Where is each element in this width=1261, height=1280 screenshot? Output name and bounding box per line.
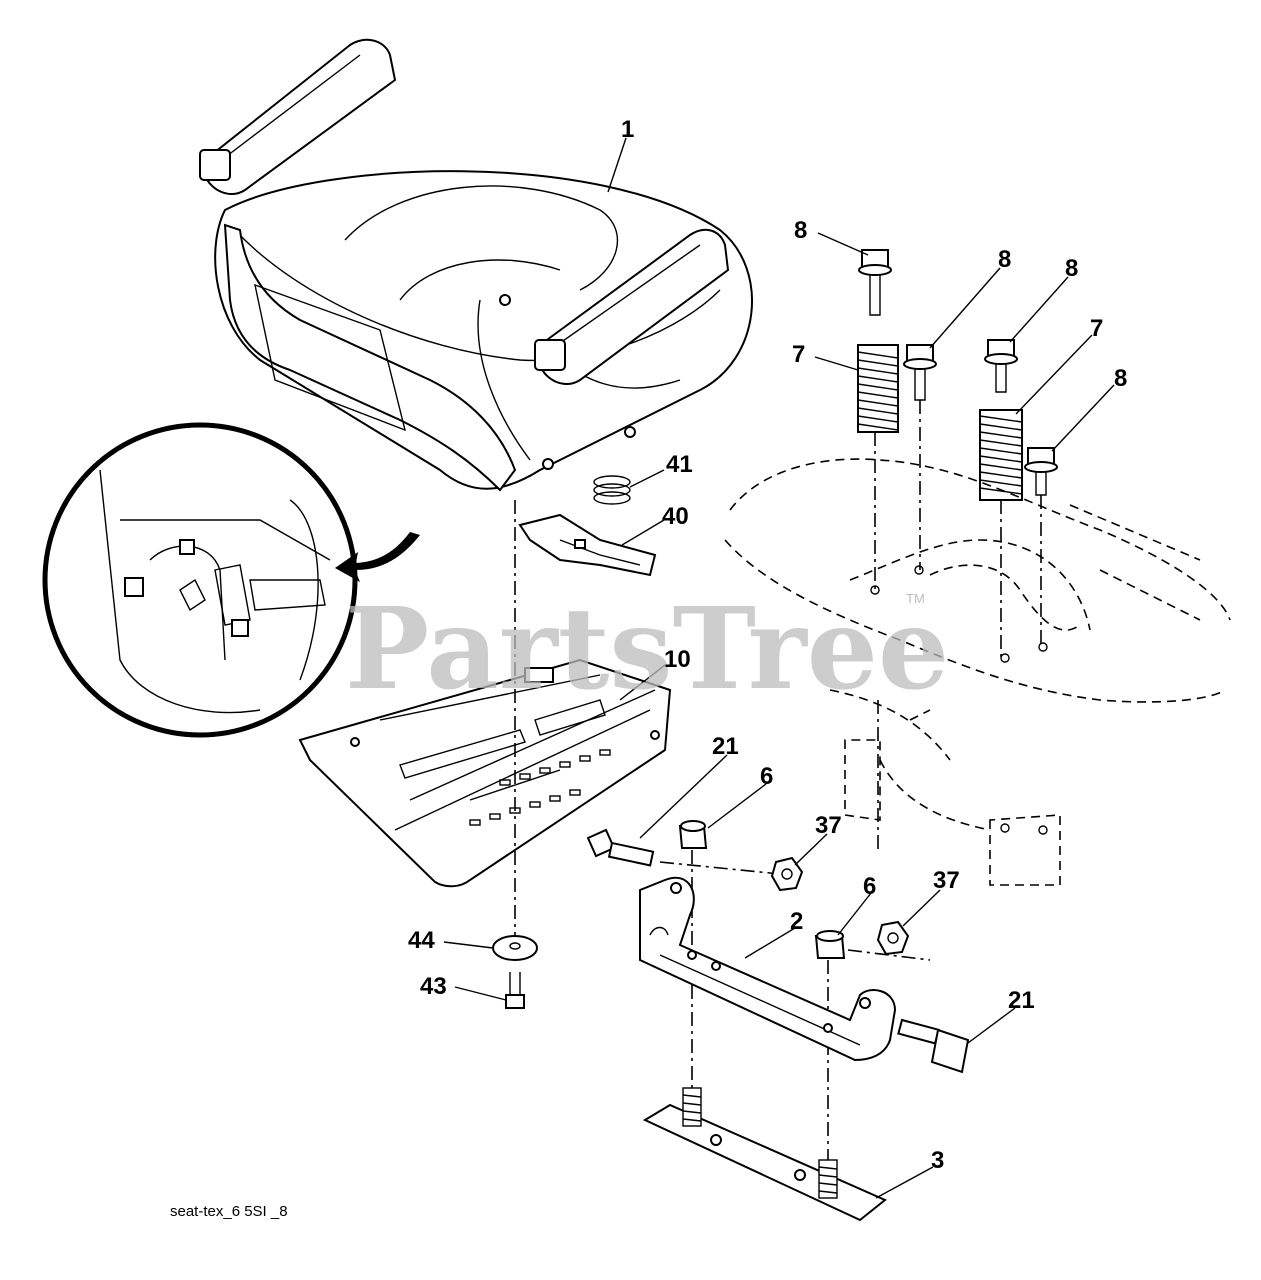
locknut-6-upper[interactable] xyxy=(678,820,708,849)
callout-6[interactable]: 6 xyxy=(863,873,876,900)
seat-assembly[interactable] xyxy=(199,38,753,492)
callout-labels: 1 8 8 8 7 7 8 41 40 10 21 6 37 6 37 2 44… xyxy=(408,116,1127,1174)
callout-6[interactable]: 6 xyxy=(760,763,773,790)
watermark: PartsTree xyxy=(345,584,949,715)
callout-41[interactable]: 41 xyxy=(666,451,693,478)
callout-8[interactable]: 8 xyxy=(794,217,807,244)
callout-37[interactable]: 37 xyxy=(933,867,960,894)
callout-7[interactable]: 7 xyxy=(1090,315,1103,342)
washer-44[interactable] xyxy=(492,935,538,961)
shoulder-bolt-21-left[interactable] xyxy=(586,828,655,867)
callout-21[interactable]: 21 xyxy=(1008,987,1035,1014)
mount-plate-3[interactable] xyxy=(642,1087,887,1222)
leader-lines xyxy=(443,137,1115,1199)
callout-40[interactable]: 40 xyxy=(662,503,689,530)
bolt-8-c[interactable] xyxy=(984,339,1018,393)
shoulder-bolt-21-right[interactable] xyxy=(897,1018,970,1074)
bolt-8-d[interactable] xyxy=(1024,447,1058,496)
callout-8[interactable]: 8 xyxy=(1065,255,1078,282)
adjustment-slots xyxy=(469,749,611,826)
seat-pan-10[interactable] xyxy=(298,658,672,888)
hex-nut-37-upper[interactable] xyxy=(770,856,804,892)
callout-3[interactable]: 3 xyxy=(931,1147,944,1174)
spring-41[interactable] xyxy=(593,475,631,505)
watermark-trademark: TM xyxy=(906,591,925,606)
seat-latch-40[interactable] xyxy=(518,513,657,577)
callout-8[interactable]: 8 xyxy=(1114,365,1127,392)
seat-bracket-2[interactable] xyxy=(639,876,897,1062)
spring-7-right[interactable] xyxy=(979,409,1023,501)
callout-10[interactable]: 10 xyxy=(664,646,691,673)
callout-43[interactable]: 43 xyxy=(420,973,447,1000)
callout-1[interactable]: 1 xyxy=(621,116,634,143)
callout-7[interactable]: 7 xyxy=(792,341,805,368)
drawing-id: seat-tex_6 5SI _8 xyxy=(170,1203,288,1220)
callout-37[interactable]: 37 xyxy=(815,812,842,839)
callout-2[interactable]: 2 xyxy=(790,908,803,935)
callout-44[interactable]: 44 xyxy=(408,927,435,954)
locknut-6-lower[interactable] xyxy=(814,930,846,959)
callout-8[interactable]: 8 xyxy=(998,246,1011,273)
hex-nut-37-lower[interactable] xyxy=(876,920,910,956)
screw-43[interactable] xyxy=(505,972,525,1009)
spring-7-left[interactable] xyxy=(857,344,899,433)
bolt-8-b[interactable] xyxy=(903,344,937,401)
callout-21[interactable]: 21 xyxy=(712,733,739,760)
bolt-8-a[interactable] xyxy=(858,249,892,316)
latch-detail-inset xyxy=(42,422,420,738)
